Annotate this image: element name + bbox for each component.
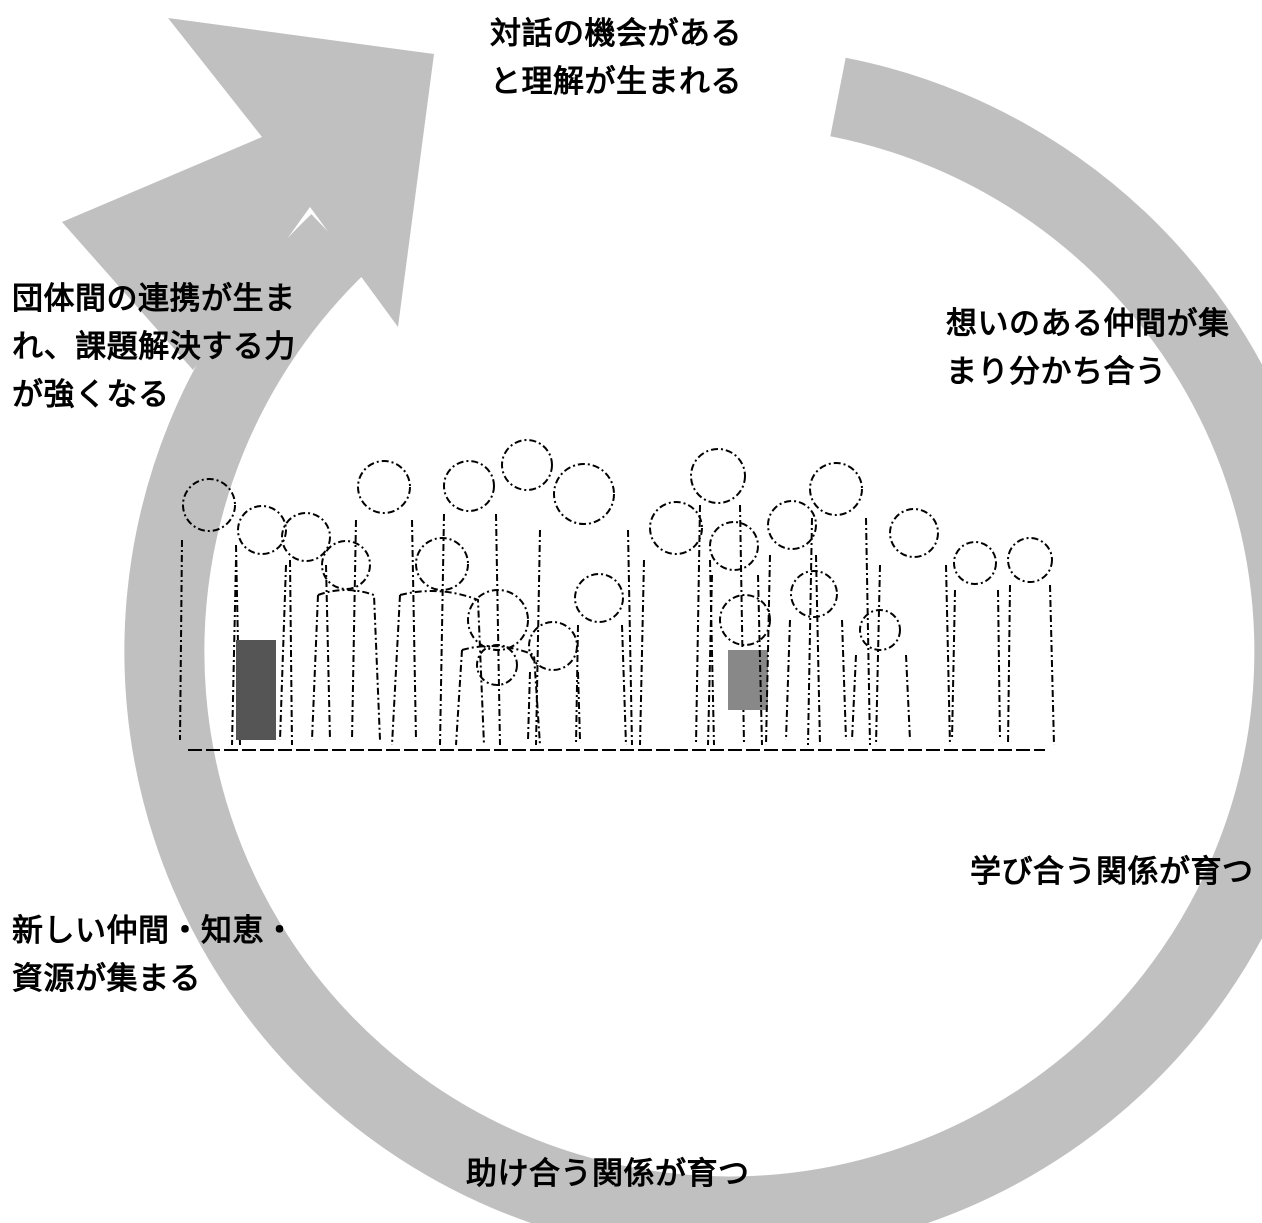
person-head xyxy=(809,462,863,516)
stage-label-right-bottom: 学び合う関係が育つ xyxy=(970,848,1254,896)
person-head xyxy=(1007,537,1053,583)
person-body xyxy=(311,589,381,741)
stage-label-line: 学び合う関係が育つ xyxy=(970,854,1254,890)
stage-label-line: 助け合う関係が育つ xyxy=(466,1156,750,1192)
stage-label-line: 資源が集まる xyxy=(12,961,201,997)
stage-label-line: 新しい仲間・知恵・ xyxy=(12,913,296,949)
cycle-arrow-ring xyxy=(124,57,1262,1223)
person-head xyxy=(767,500,817,550)
person-head xyxy=(281,512,331,562)
person-head xyxy=(790,570,838,618)
person-body xyxy=(279,564,331,741)
stage-label-line: まり分かち合う xyxy=(946,354,1167,390)
person-head xyxy=(528,621,578,671)
person-head xyxy=(321,540,371,590)
person-body xyxy=(707,574,763,746)
people-group-illustration xyxy=(179,439,1055,751)
person-body xyxy=(785,619,847,741)
person-head xyxy=(690,448,746,504)
stage-label-bottom: 助け合う関係が育つ xyxy=(466,1150,750,1198)
person-body xyxy=(351,519,417,741)
person-head xyxy=(357,460,411,514)
person-head xyxy=(953,541,997,585)
person-body xyxy=(231,559,293,746)
person-body xyxy=(575,624,627,746)
stage-label-line: 想いのある仲間が集 xyxy=(946,306,1230,342)
stage-label-line: が強くなる xyxy=(12,377,170,413)
stage-label-line: れ、課題解決する力 xyxy=(12,329,296,365)
stage-label-line: 団体間の連携が生ま xyxy=(12,281,296,317)
person-head xyxy=(719,594,771,646)
person-body xyxy=(391,590,485,746)
person-body xyxy=(875,564,951,746)
person-head xyxy=(553,463,615,525)
cycle-arrowhead-icon xyxy=(62,18,434,370)
person-head xyxy=(859,609,901,651)
person-body xyxy=(765,554,821,746)
person-head xyxy=(574,573,624,623)
stage-label-top: 対話の機会がある と理解が生まれる xyxy=(490,10,742,106)
person-head xyxy=(415,537,469,591)
person-head xyxy=(709,521,759,571)
stage-label-line: 対話の機会がある xyxy=(490,16,742,52)
person-body xyxy=(851,654,911,741)
person-body xyxy=(1007,584,1055,746)
stage-label-line: と理解が生まれる xyxy=(490,64,742,100)
person-head xyxy=(649,501,703,555)
person-head xyxy=(501,439,553,491)
stage-label-left-bottom: 新しい仲間・知恵・ 資源が集まる xyxy=(12,907,296,1003)
person-head xyxy=(476,644,518,686)
person-head xyxy=(182,478,236,532)
person-body xyxy=(951,589,1001,741)
person-head xyxy=(889,508,939,558)
person-body xyxy=(728,650,768,710)
person-body xyxy=(455,645,541,746)
person-body xyxy=(439,513,501,746)
person-body xyxy=(527,671,581,741)
person-body xyxy=(535,529,633,746)
person-body xyxy=(639,559,715,746)
person-head xyxy=(237,505,287,555)
stage-label-right-top: 想いのある仲間が集 まり分かち合う xyxy=(946,300,1230,396)
person-head xyxy=(443,460,495,512)
stage-label-left-top: 団体間の連携が生ま れ、課題解決する力 が強くなる xyxy=(12,275,296,419)
person-body xyxy=(236,640,276,740)
